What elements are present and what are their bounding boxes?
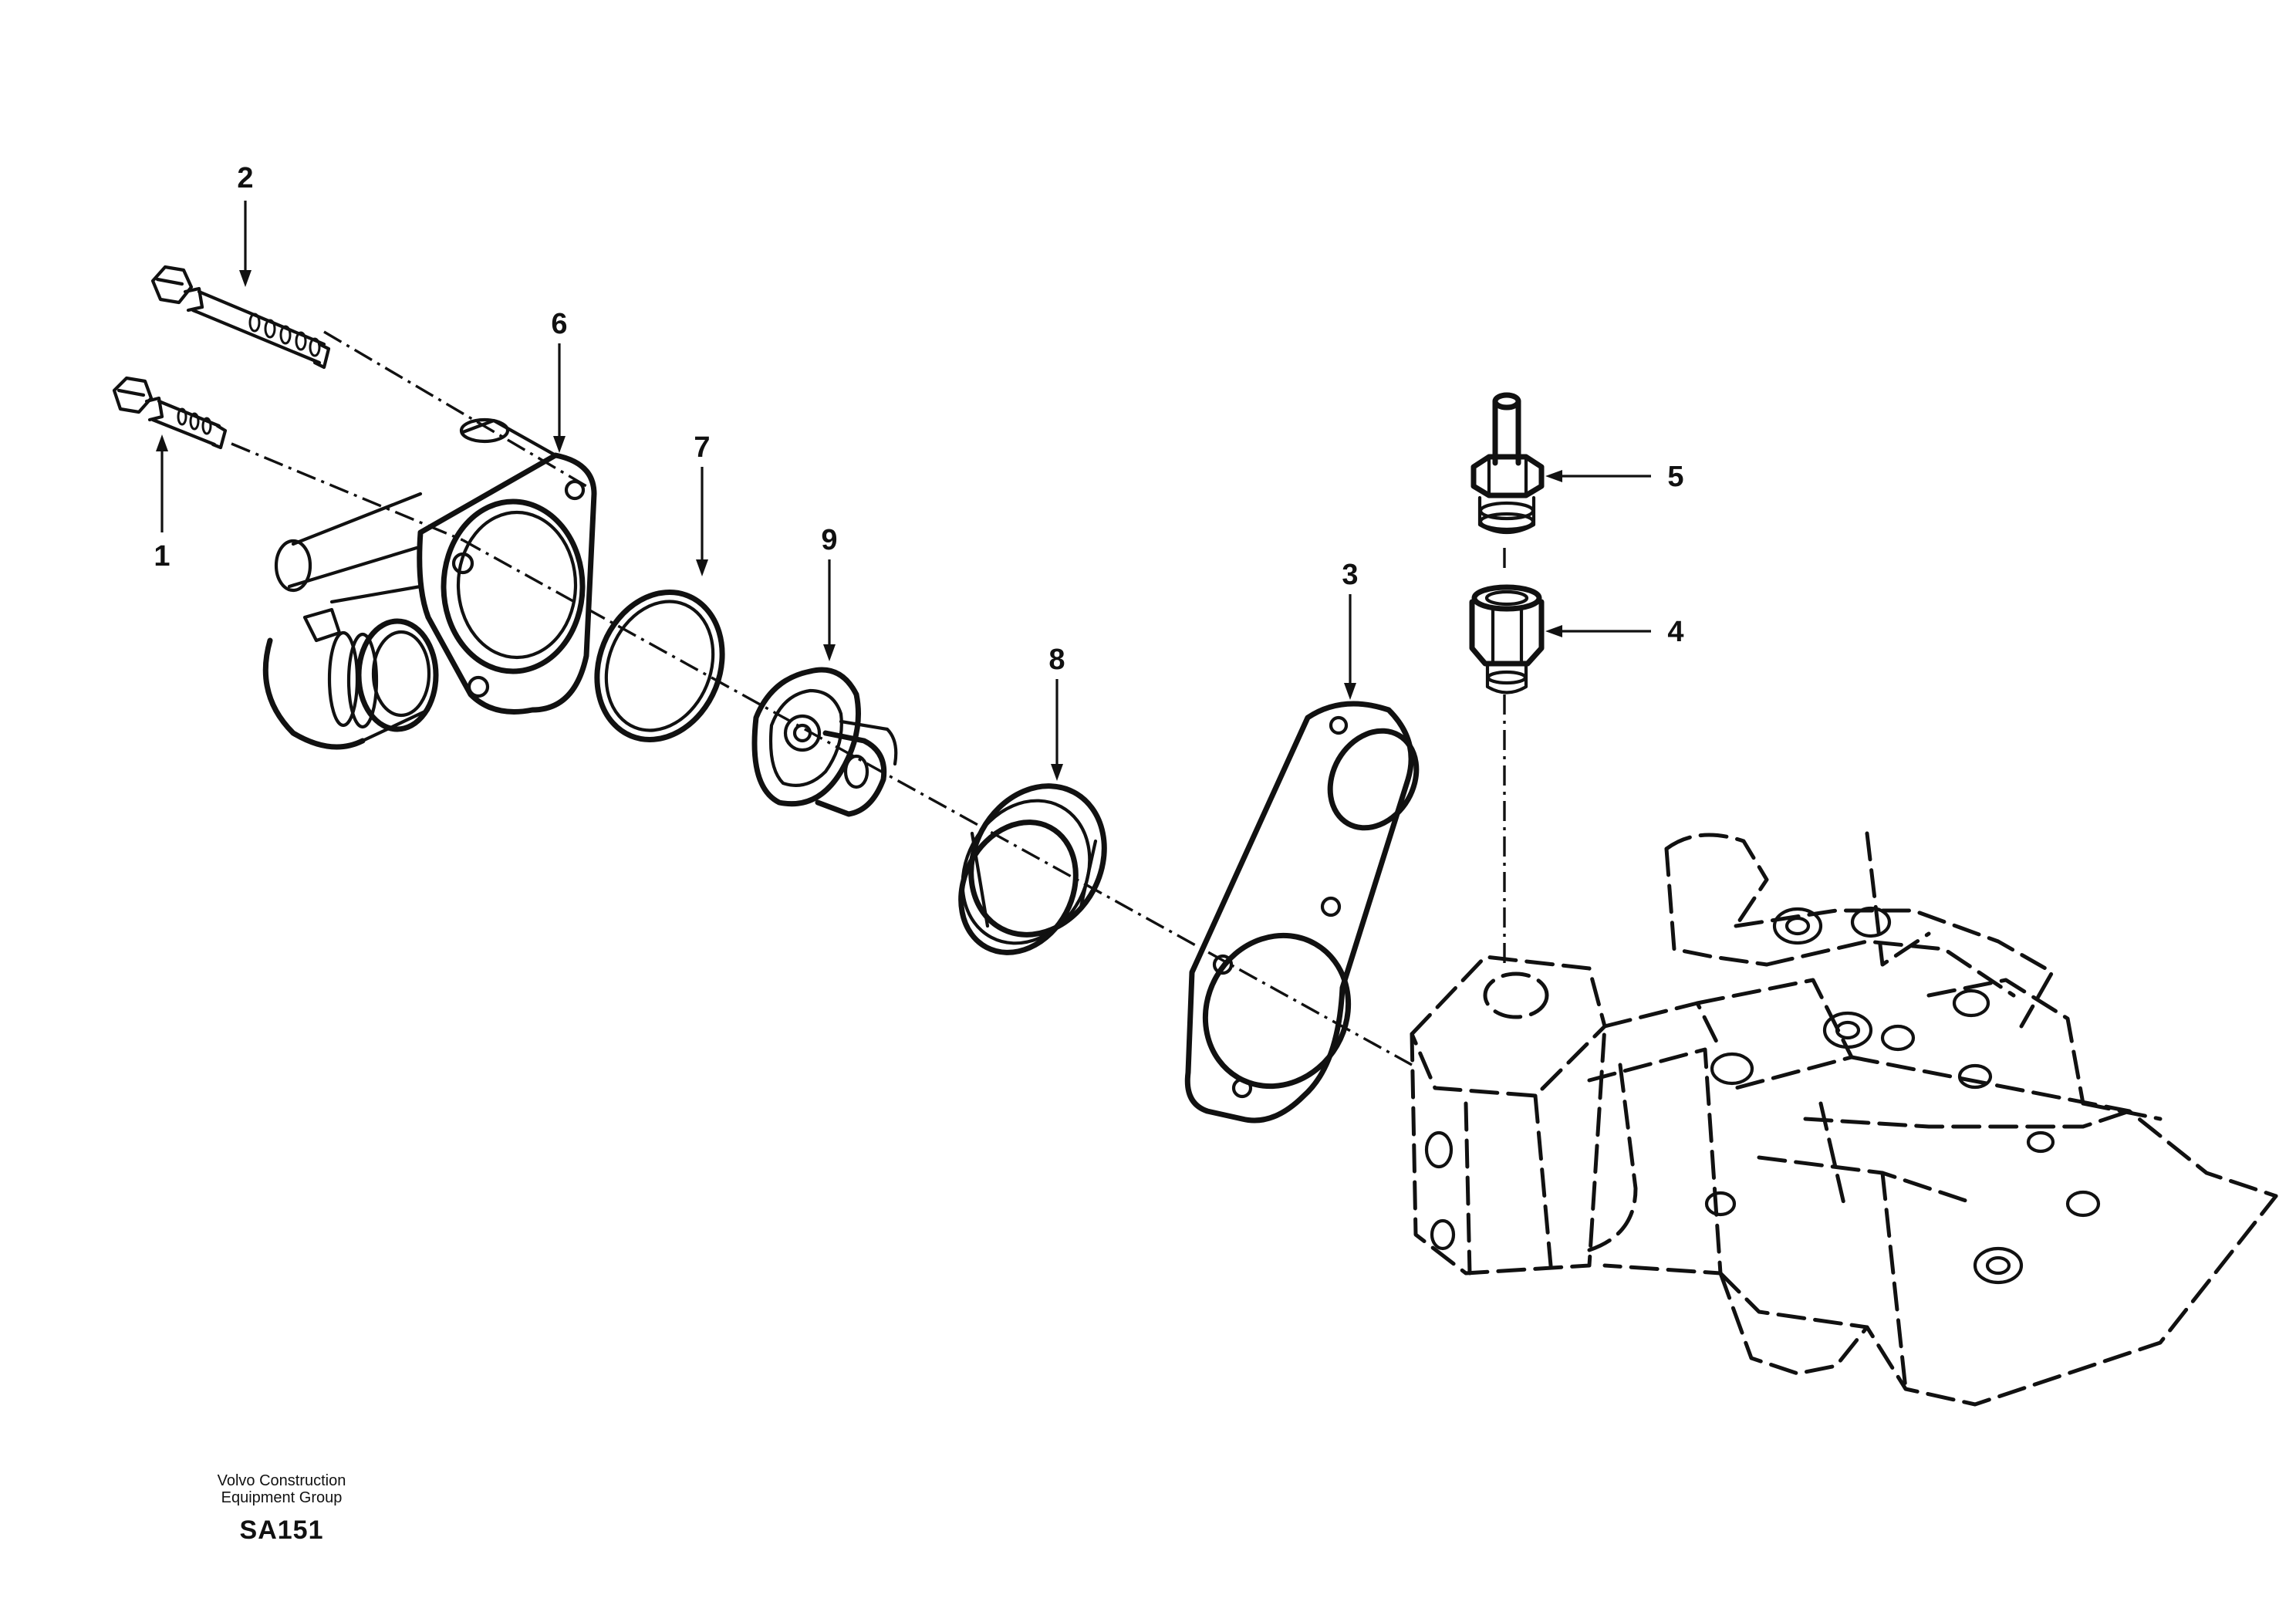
o-ring-part-7 [594, 590, 725, 742]
temperature-sensor-part-5 [1470, 392, 1545, 534]
callout-7: 7 [694, 431, 710, 464]
adapter-part-4 [1469, 584, 1545, 694]
callout-9: 9 [821, 524, 837, 556]
drawing-code: SA151 [239, 1516, 324, 1545]
bolt-long-part-2 [150, 265, 331, 370]
bolt-short-part-1 [112, 376, 228, 450]
callout-8: 8 [1048, 644, 1065, 676]
callout-4: 4 [1667, 616, 1683, 648]
assembly-centerlines [231, 330, 1506, 1066]
company-name-line-2: Equipment Group [221, 1489, 343, 1506]
thermostat-part-9 [751, 667, 898, 817]
thermostat-housing-part-6 [262, 417, 597, 750]
callout-1: 1 [154, 540, 170, 573]
seal-ring-part-8 [958, 783, 1107, 955]
callout-labels: 2 1 6 7 9 8 3 5 4 [154, 162, 1683, 676]
callout-5: 5 [1667, 461, 1683, 493]
callout-2: 2 [237, 162, 253, 194]
callout-3: 3 [1342, 559, 1358, 591]
callout-6: 6 [551, 308, 567, 340]
callout-leaders [156, 201, 1651, 781]
company-name-line-1: Volvo Construction [217, 1472, 346, 1489]
gasket-part-3 [1184, 701, 1420, 1124]
title-block: Volvo Construction Equipment Group SA151 [150, 1472, 413, 1546]
engine-block-phantom [1410, 831, 2278, 1407]
